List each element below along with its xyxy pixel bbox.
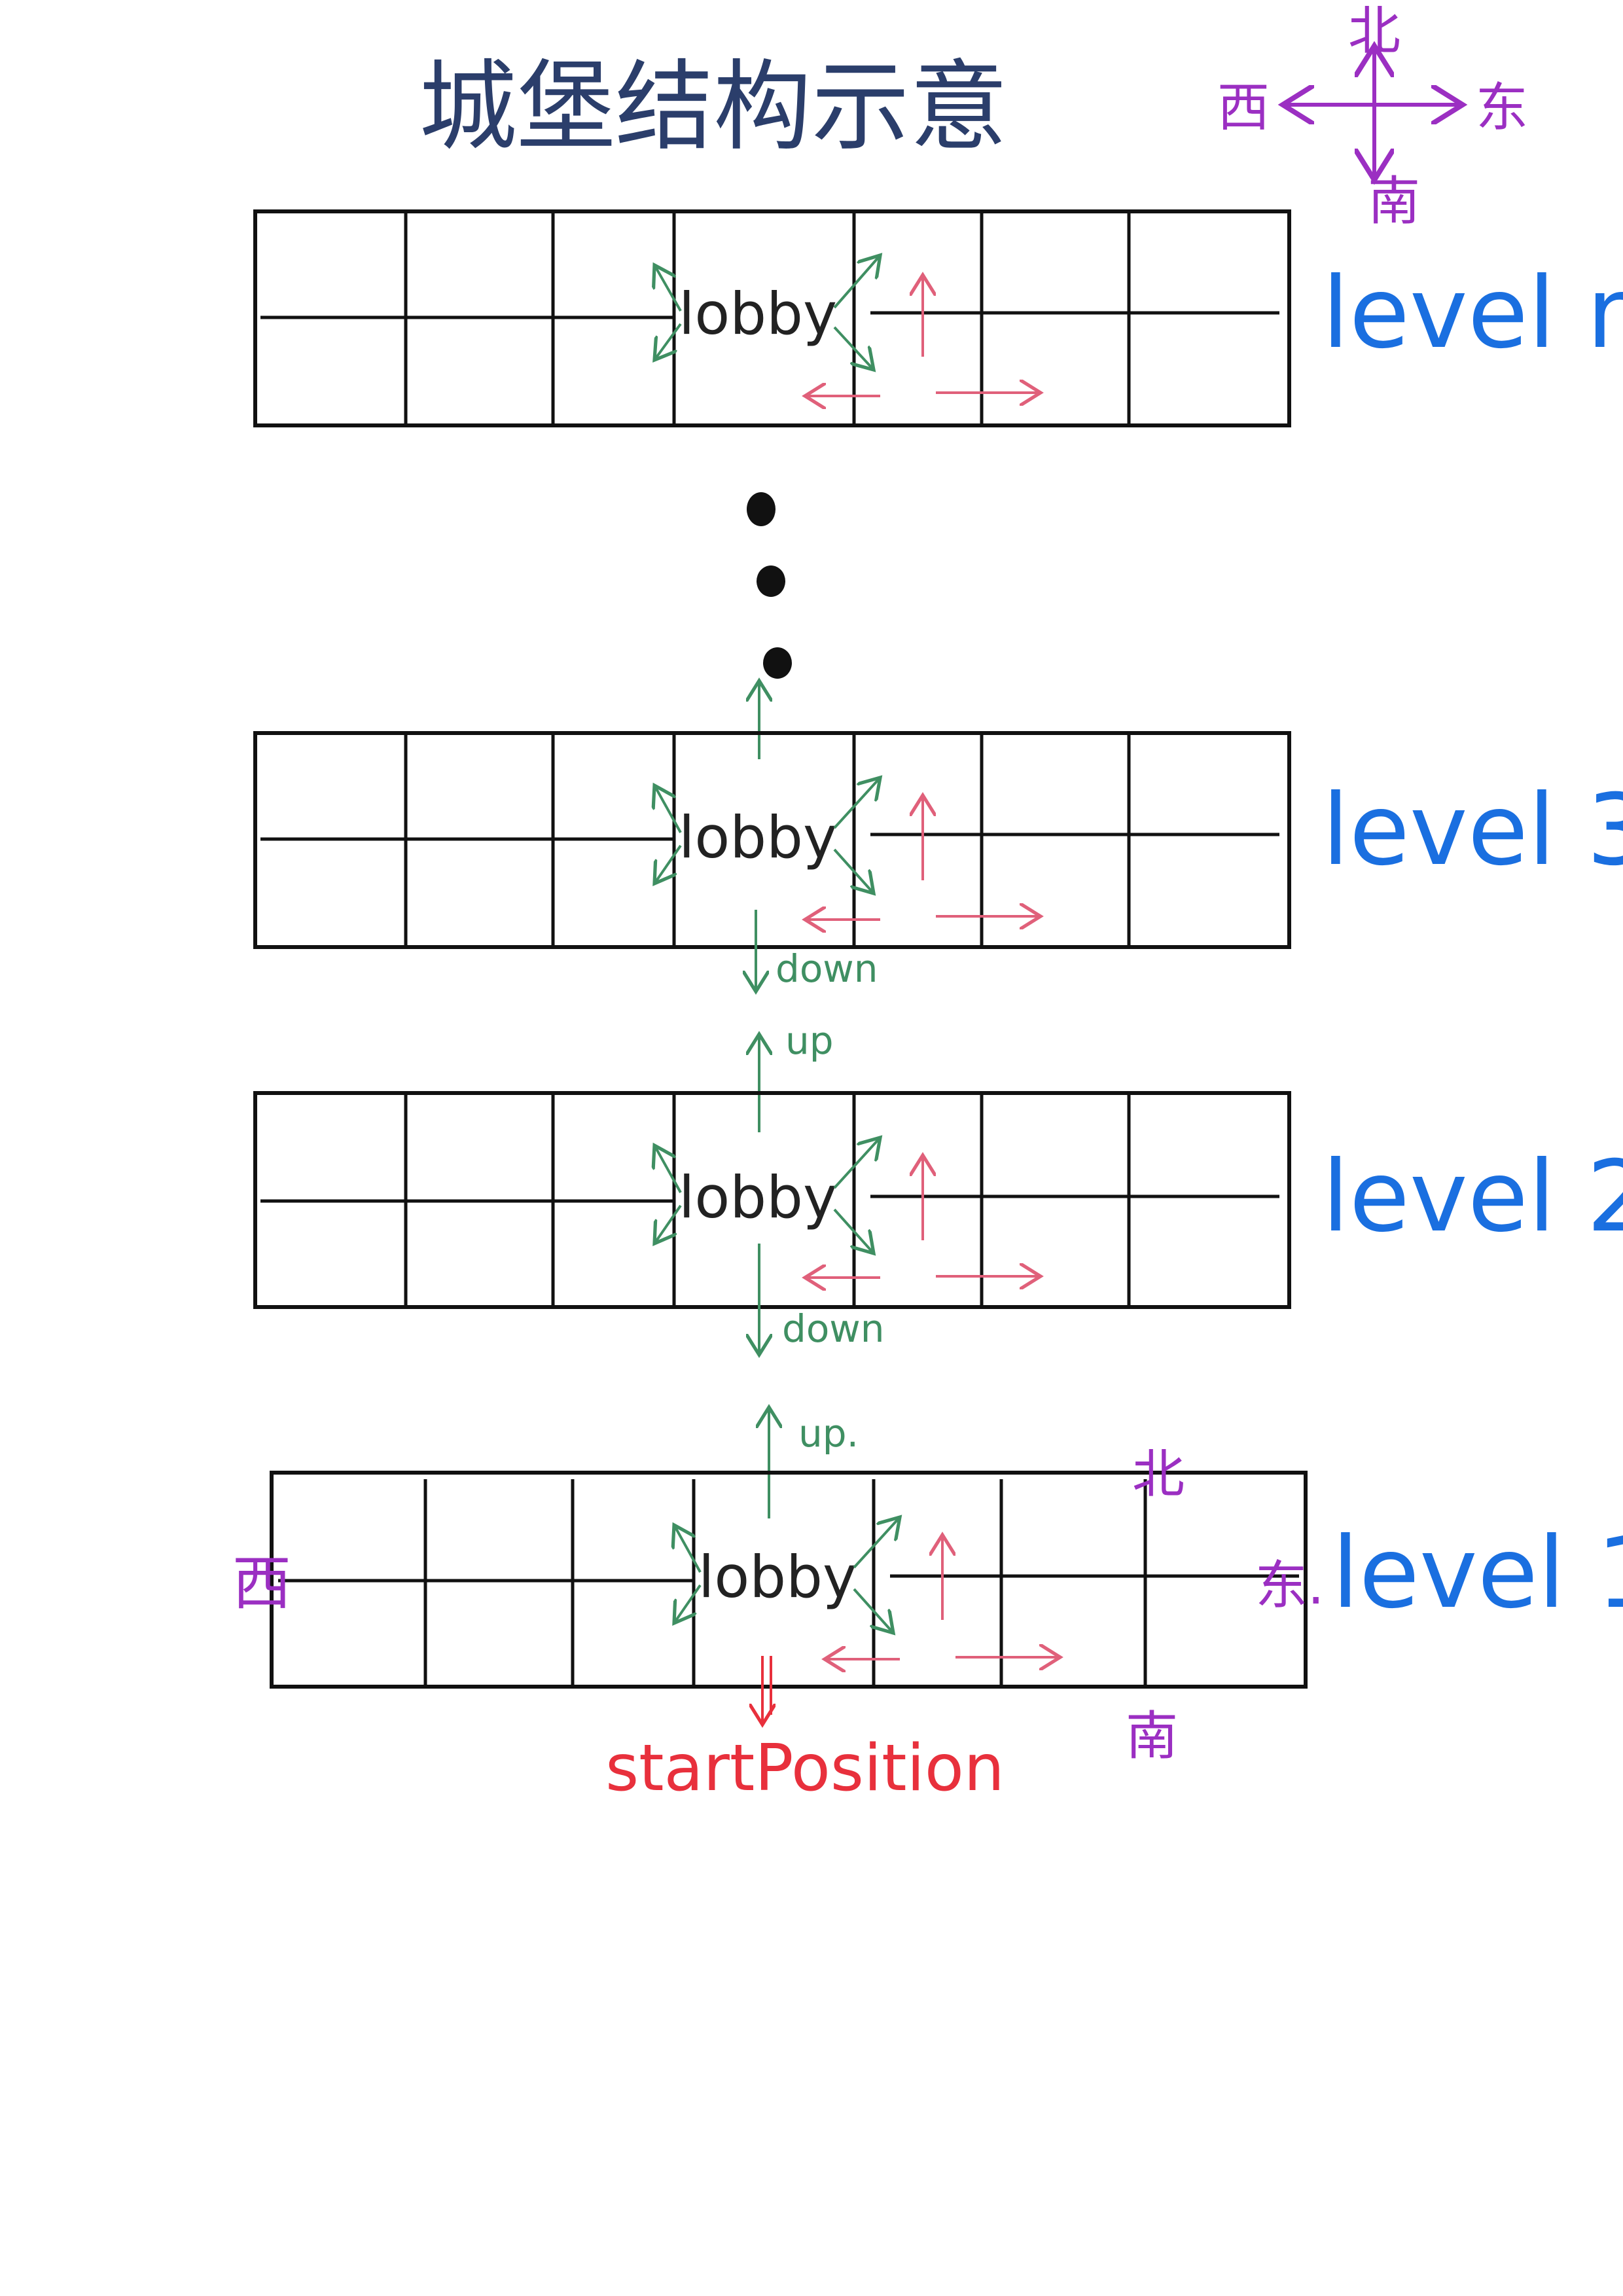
level-n-floor: lobby [253, 209, 1291, 427]
compass-north-label: 北 [1348, 1, 1400, 62]
level-2-floor: lobby [253, 1091, 1291, 1309]
level-1-arrow-se [853, 1588, 893, 1633]
level-2-down-label: down [782, 1306, 885, 1351]
compass: 北 南 西 东 [1217, 1, 1528, 232]
level-1-lobby-label: lobby [698, 1543, 857, 1611]
ellipsis-dot [747, 492, 776, 526]
level-2-up-label: up [785, 1018, 834, 1063]
level-3-floor: lobby [253, 731, 1291, 949]
level-3-frame [253, 731, 1291, 949]
level-n-arrow-ne [833, 255, 880, 309]
level-1-arrow-nw [674, 1525, 702, 1573]
diagram-title: 城堡结构示意 [419, 50, 1008, 164]
level-3-arrow-sw [654, 844, 682, 884]
level-2-arrow-sw [654, 1204, 682, 1244]
level-1-north-mark: 北 [1132, 1444, 1185, 1505]
ellipsis-dots [747, 492, 792, 679]
compass-south-label: 南 [1368, 171, 1420, 232]
level-2-lobby-label: lobby [679, 1164, 837, 1231]
level-3-arrow-ne [833, 778, 880, 829]
level-3-label: level 3 [1322, 774, 1623, 888]
level-1-floor: lobby [270, 1471, 1308, 1689]
level-3-arrow-nw [654, 785, 682, 833]
level-n-arrow-sw [654, 323, 682, 360]
level-n-lobby-label: lobby [679, 280, 837, 348]
level-n-arrow-se [833, 326, 874, 370]
level-n-arrow-nw [654, 265, 682, 312]
compass-west-label: 西 [1217, 77, 1270, 138]
level-1-east-mark: 东. [1255, 1555, 1324, 1616]
start-position-label: startPosition [605, 1731, 1005, 1806]
compass-east-label: 东 [1476, 77, 1528, 138]
level-1-south-mark: 南 [1126, 1706, 1178, 1767]
level-2-frame [253, 1091, 1291, 1309]
ellipsis-dot [763, 647, 792, 679]
level-n-label: level n [1322, 257, 1623, 370]
level-1-west-mark: 西 [232, 1549, 291, 1618]
level-1-up-label: up. [798, 1411, 859, 1456]
level-1-frame [270, 1471, 1308, 1689]
level-3-arrow-se [833, 848, 874, 893]
level-1-label: level 1 [1332, 1516, 1623, 1630]
level-3-down-label: down [776, 946, 878, 991]
level-1-arrow-ne [853, 1517, 900, 1569]
level-2-arrow-nw [654, 1145, 682, 1193]
level-n-frame [253, 209, 1291, 427]
level-1-arrow-sw [674, 1584, 702, 1623]
level-2-arrow-ne [833, 1138, 880, 1189]
level-2-label: level 2 [1322, 1140, 1623, 1254]
ellipsis-dot [757, 565, 785, 597]
level-2-arrow-se [833, 1208, 874, 1253]
level-3-lobby-label: lobby [679, 804, 837, 871]
